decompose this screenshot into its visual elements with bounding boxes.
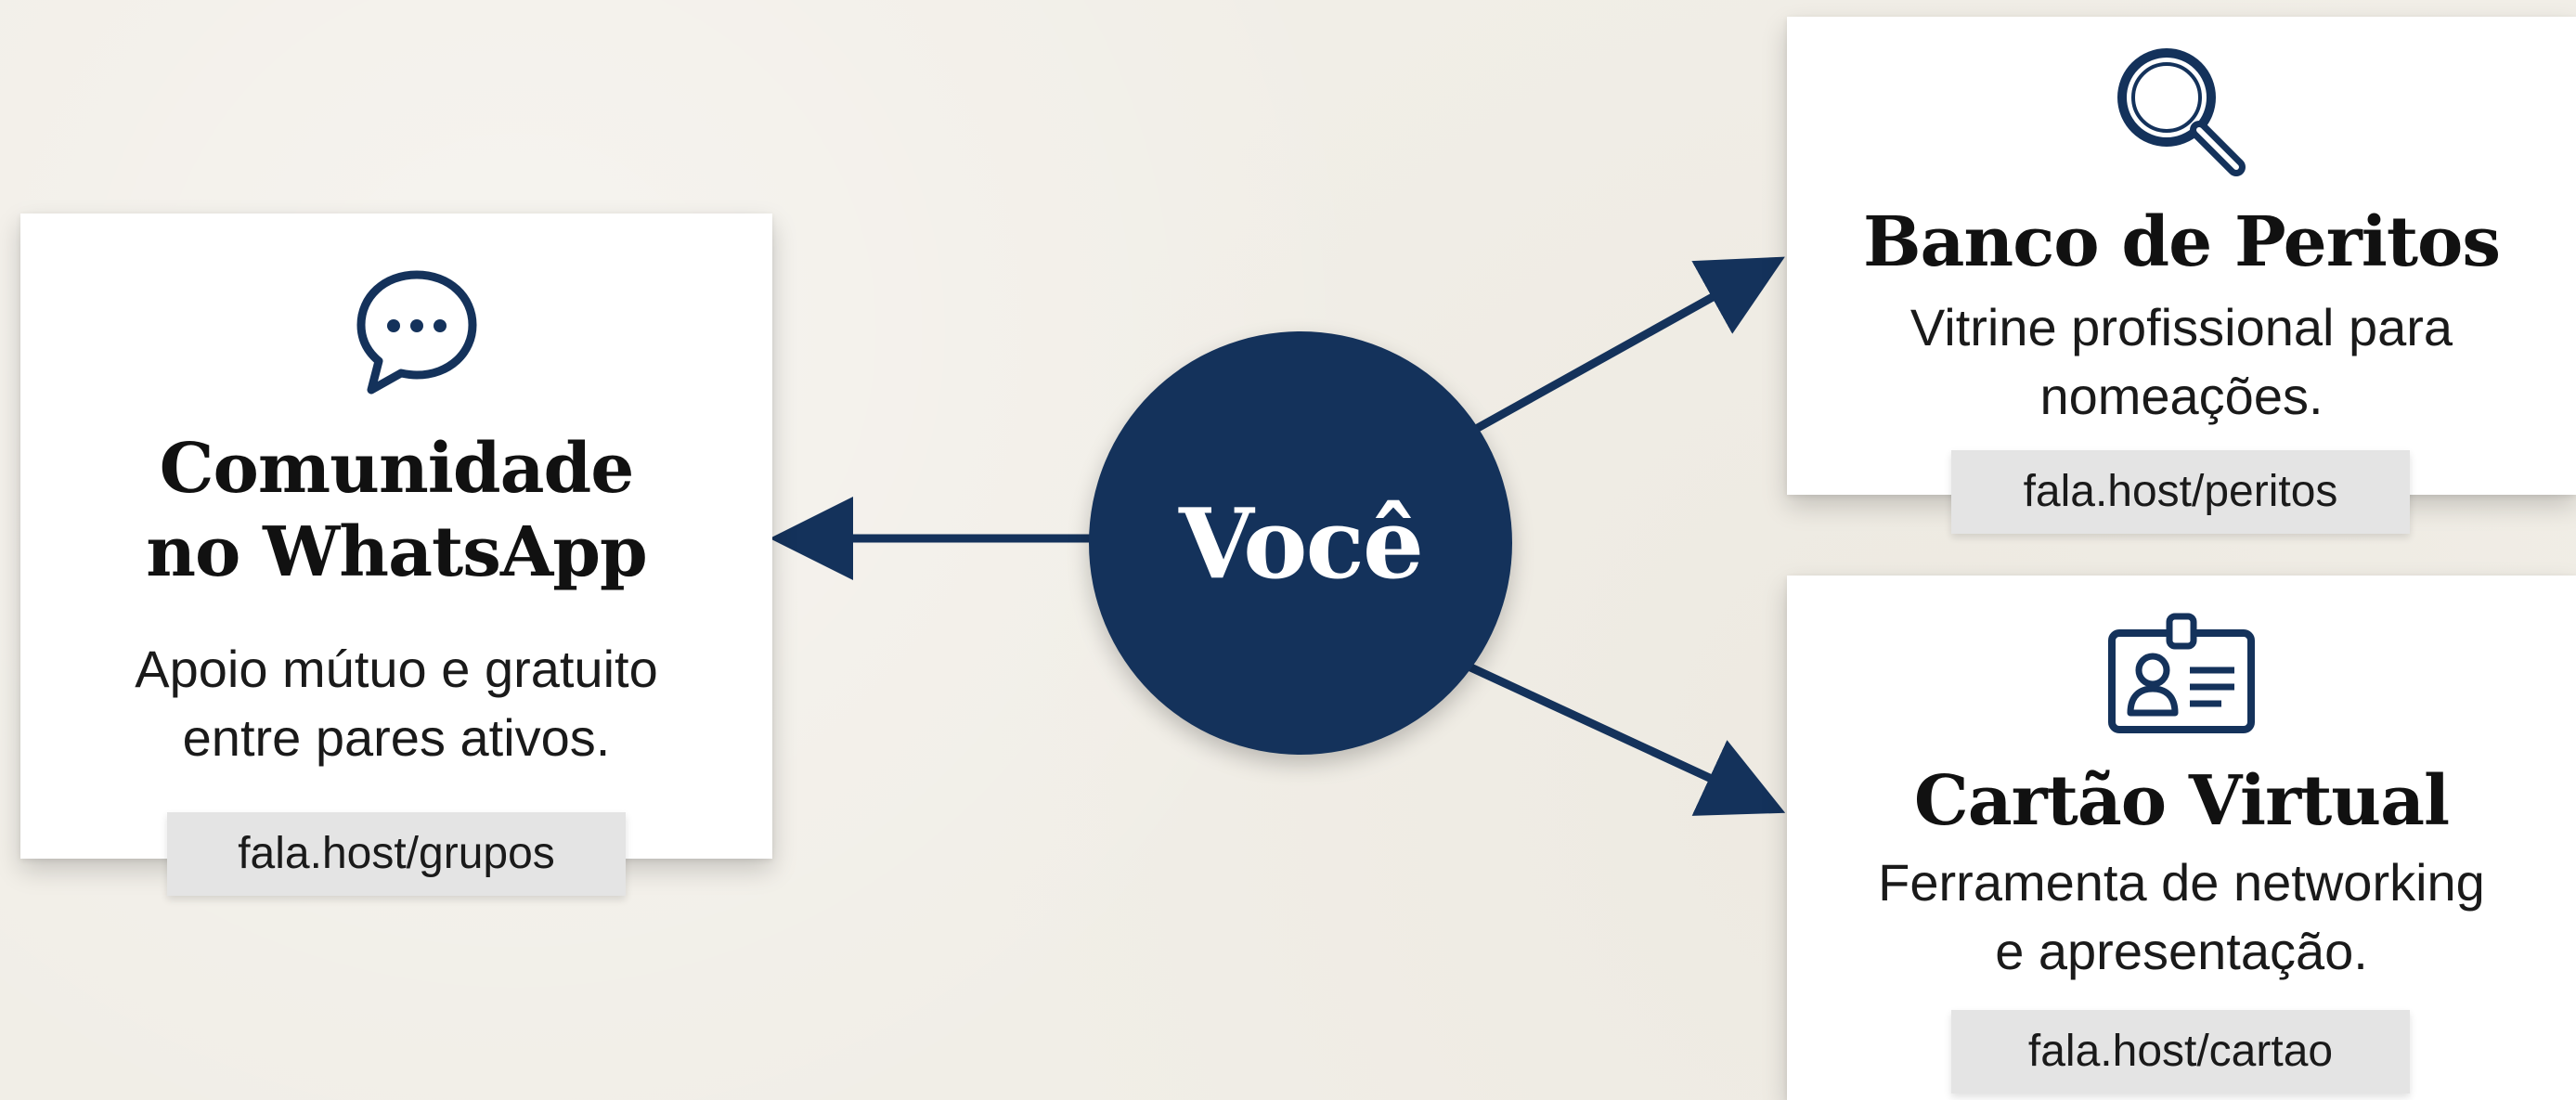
arrow-to-cartao	[1465, 661, 1786, 816]
card-description-line1: Ferramenta de networking	[1878, 853, 2485, 912]
center-node-voce: Você	[1089, 331, 1512, 755]
card-title: Cartão Virtual	[1913, 761, 2450, 841]
card-description-line1: Apoio mútuo e gratuito	[135, 640, 658, 698]
card-title: Banco de Peritos	[1862, 202, 2501, 282]
card-description-line2: entre pares ativos.	[182, 708, 611, 767]
center-node-label: Você	[1178, 485, 1424, 601]
card-description-line2: e apresentação.	[1995, 922, 2368, 980]
card-description-line1: Vitrine profissional para	[1909, 298, 2453, 356]
id-badge-icon	[2108, 613, 2255, 733]
arrow-to-peritos	[1473, 256, 1785, 433]
card-banco-de-peritos: Banco de Peritos Vitrine profissional pa…	[1787, 17, 2576, 495]
card-description-line2: nomeações.	[2039, 367, 2324, 425]
card-whatsapp-community: Comunidade no WhatsApp Apoio mútuo e gra…	[20, 214, 772, 859]
url-link-cartao[interactable]: fala.host/cartao	[1951, 1010, 2410, 1094]
card-title-line1: Comunidade	[159, 429, 635, 509]
magnifier-icon	[2117, 48, 2246, 176]
url-link-peritos[interactable]: fala.host/peritos	[1951, 450, 2410, 534]
chat-bubble-icon	[356, 270, 477, 395]
url-link-grupos[interactable]: fala.host/grupos	[167, 812, 626, 896]
card-title-line2: no WhatsApp	[146, 512, 648, 592]
